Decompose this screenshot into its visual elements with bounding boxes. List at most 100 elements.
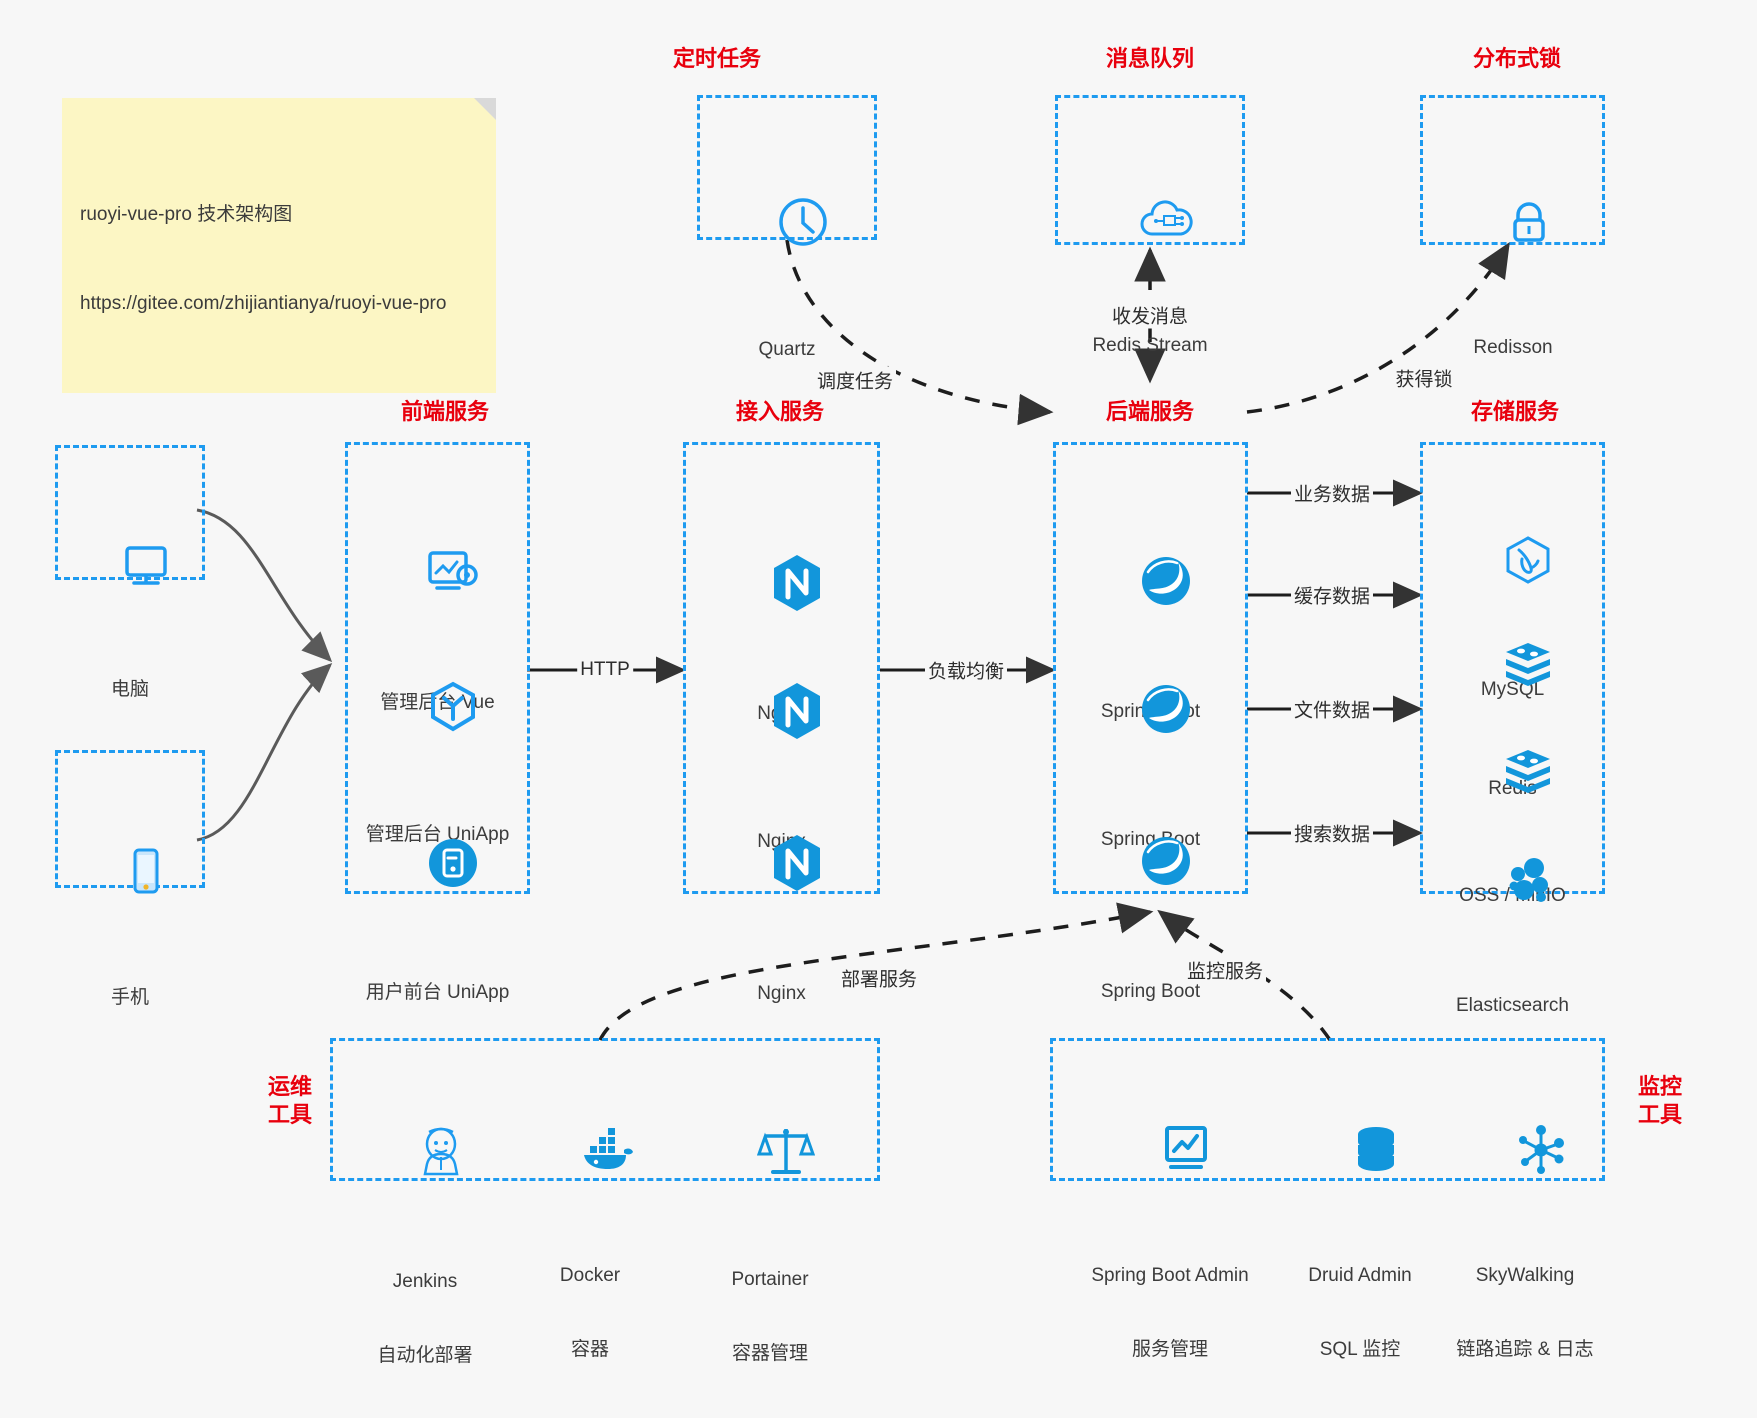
group-box-monitoring xyxy=(1050,1038,1605,1181)
mysql-icon xyxy=(1425,509,1600,622)
spring-icon xyxy=(1058,805,1243,924)
group-title-backend: 后端服务 xyxy=(1105,399,1194,424)
edge-label-send-receive-message: 收发消息 xyxy=(1108,301,1192,329)
cube-icon xyxy=(350,654,525,767)
node-admin-uniapp[interactable]: 管理后台 UniApp xyxy=(350,605,525,897)
group-box-backend xyxy=(1053,442,1248,894)
nginx-icon xyxy=(688,807,875,926)
nginx-icon xyxy=(688,655,875,774)
monitor-chart-icon xyxy=(1070,1099,1270,1208)
node-label: Spring Boot Admin xyxy=(1091,1264,1249,1286)
node-label: 电脑 xyxy=(110,678,149,700)
node-sublabel: 服务管理 xyxy=(1131,1338,1208,1360)
node-label: SkyWalking xyxy=(1475,1264,1575,1286)
edge-label-http: HTTP xyxy=(577,659,633,681)
node-sublabel: SQL 监控 xyxy=(1319,1338,1401,1360)
docker-icon xyxy=(515,1099,665,1208)
app-icon xyxy=(350,812,525,925)
node-label: Redis xyxy=(1488,777,1537,799)
edge-label-search-data: 搜索数据 xyxy=(1290,819,1374,847)
node-label: 管理后台 Vue xyxy=(380,691,495,713)
mobile-icon xyxy=(60,821,200,930)
scales-icon xyxy=(695,1099,845,1212)
node-druid-admin[interactable]: Druid Admin SQL 监控 xyxy=(1275,1050,1445,1412)
dashboard-icon xyxy=(350,522,525,635)
spring-icon xyxy=(1058,653,1243,772)
node-quartz[interactable]: Quartz xyxy=(707,120,867,412)
node-label: Druid Admin xyxy=(1308,1264,1412,1286)
group-title-monitoring: 监控 工具 xyxy=(1637,1074,1682,1127)
group-title-devops: 运维 工具 xyxy=(267,1074,312,1127)
nginx-icon xyxy=(688,527,875,646)
node-mobile[interactable]: 手机 xyxy=(60,772,200,1060)
note-line-2: https://gitee.com/zhijiantianya/ruoyi-vu… xyxy=(80,292,447,314)
database-icon xyxy=(1275,1099,1445,1208)
cloud-stream-icon xyxy=(1060,171,1240,278)
node-skywalking[interactable]: SkyWalking 链路追踪 & 日志 xyxy=(1440,1050,1610,1412)
node-label: 用户前台 UniApp xyxy=(365,981,510,1003)
group-box-frontend xyxy=(345,442,530,894)
spring-icon xyxy=(1058,525,1243,644)
node-spring-boot-2[interactable]: Spring Boot xyxy=(1058,604,1243,902)
node-docker[interactable]: Docker 容器 xyxy=(515,1050,665,1412)
node-label: Jenkins xyxy=(392,1270,458,1292)
edge-label-file-data: 文件数据 xyxy=(1290,695,1374,723)
group-title-frontend: 前端服务 xyxy=(400,399,489,424)
edge-label-acquire-lock: 获得锁 xyxy=(1392,364,1456,392)
edge-label-deploy-service: 部署服务 xyxy=(837,964,921,992)
note-fold-corner xyxy=(474,98,496,120)
node-jenkins[interactable]: Jenkins 自动化部署 xyxy=(350,1050,500,1418)
node-sublabel: 容器 xyxy=(570,1338,609,1360)
node-redis-stream[interactable]: Redis Stream xyxy=(1060,122,1240,408)
edge-label-monitor-service: 监控服务 xyxy=(1183,956,1267,984)
lock-icon xyxy=(1428,171,1598,280)
node-label: Spring Boot xyxy=(1100,980,1201,1002)
group-box-client-mobile xyxy=(55,750,205,888)
clock-icon xyxy=(707,169,867,282)
node-spring-boot-3[interactable]: Spring Boot xyxy=(1058,756,1243,1054)
group-title-distributed-lock: 分布式锁 xyxy=(1472,46,1561,71)
desktop-icon xyxy=(60,517,200,622)
node-redis[interactable]: Redis xyxy=(1425,565,1600,851)
edge-label-cache-data: 缓存数据 xyxy=(1290,581,1374,609)
diagram-note: ruoyi-vue-pro 技术架构图 https://gitee.com/zh… xyxy=(62,98,496,393)
node-admin-vue[interactable]: 管理后台 Vue xyxy=(350,473,525,765)
elasticsearch-icon xyxy=(1425,829,1600,938)
node-label: 管理后台 UniApp xyxy=(365,823,510,845)
group-box-client-desktop xyxy=(55,445,205,580)
jenkins-icon xyxy=(350,1099,500,1214)
oss-icon xyxy=(1425,721,1600,828)
group-box-gateway xyxy=(683,442,880,894)
group-box-storage xyxy=(1420,442,1605,894)
group-title-storage: 存储服务 xyxy=(1470,399,1559,424)
group-box-devops xyxy=(330,1038,880,1181)
node-redisson[interactable]: Redisson xyxy=(1428,122,1598,410)
node-label: Nginx xyxy=(757,982,806,1004)
node-label: 手机 xyxy=(110,986,149,1008)
group-box-distributed-lock xyxy=(1420,95,1605,245)
node-elasticsearch[interactable]: Elasticsearch xyxy=(1425,780,1600,1068)
note-line-1: ruoyi-vue-pro 技术架构图 xyxy=(80,204,293,226)
node-user-uniapp[interactable]: 用户前台 UniApp xyxy=(350,763,525,1055)
redis-icon xyxy=(1425,614,1600,721)
node-sublabel: 自动化部署 xyxy=(377,1344,473,1366)
node-label: Redis Stream xyxy=(1092,334,1208,356)
node-label: Portainer xyxy=(731,1268,809,1290)
edge-label-schedule-task: 调度任务 xyxy=(813,366,897,394)
node-nginx-3[interactable]: Nginx xyxy=(688,758,875,1056)
edge-label-business-data: 业务数据 xyxy=(1290,479,1374,507)
node-label: Docker xyxy=(559,1264,621,1286)
node-spring-boot-admin[interactable]: Spring Boot Admin 服务管理 xyxy=(1070,1050,1270,1412)
group-title-scheduler: 定时任务 xyxy=(672,46,761,71)
architecture-diagram: ruoyi-vue-pro 技术架构图 https://gitee.com/zh… xyxy=(55,46,1682,1366)
node-label: Elasticsearch xyxy=(1456,994,1569,1016)
node-label: Quartz xyxy=(758,338,816,360)
node-sublabel: 链路追踪 & 日志 xyxy=(1456,1338,1594,1360)
group-title-message-queue: 消息队列 xyxy=(1105,46,1194,71)
node-portainer[interactable]: Portainer 容器管理 xyxy=(695,1050,845,1416)
group-title-gateway: 接入服务 xyxy=(735,399,824,424)
edge-label-load-balance: 负载均衡 xyxy=(924,656,1008,684)
node-sublabel: 容器管理 xyxy=(731,1342,808,1364)
node-desktop[interactable]: 电脑 xyxy=(60,468,200,752)
skywalking-icon xyxy=(1440,1099,1610,1208)
